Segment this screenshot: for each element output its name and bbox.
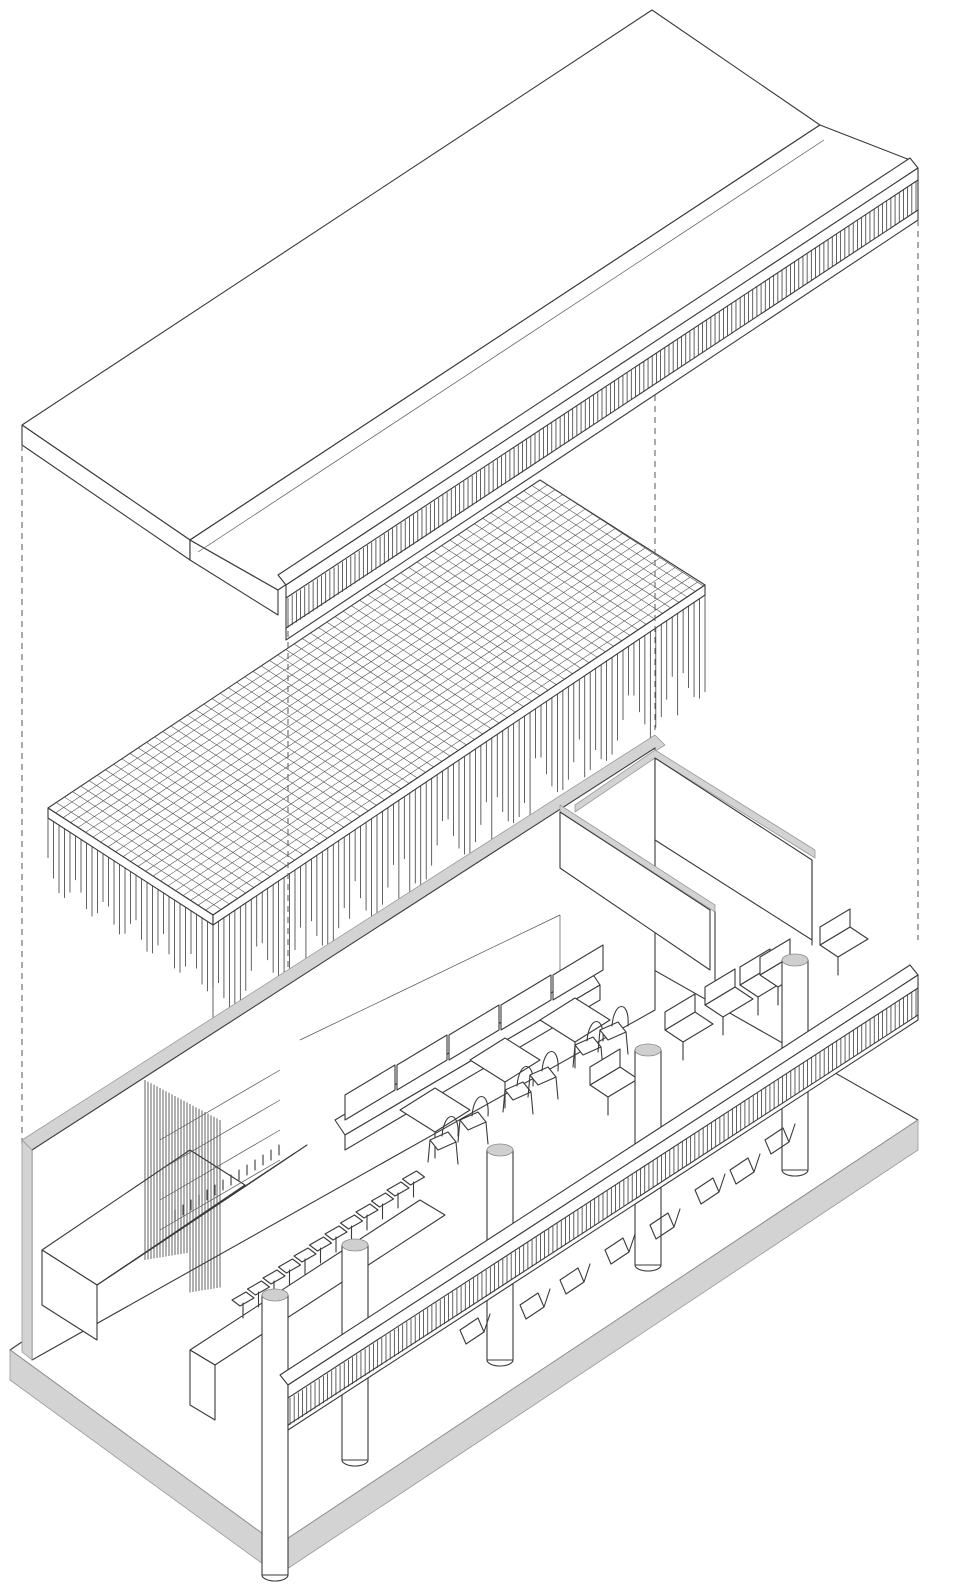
ceiling-grid-line: [130, 533, 623, 862]
chair-back: [541, 1051, 559, 1072]
ceiling-grid-line: [77, 499, 571, 828]
exterior-chair: [694, 1173, 726, 1205]
chair-leg: [427, 1139, 431, 1163]
dining-tables: [399, 997, 611, 1159]
bar-stool: [246, 1280, 271, 1296]
facade-fin-band-top: [277, 157, 919, 641]
exterior-chair: [604, 1233, 636, 1265]
dining-table: [469, 1037, 541, 1083]
column-base: [261, 1574, 289, 1582]
bar-stool: [277, 1258, 302, 1274]
roof-slab: [21, 9, 911, 616]
banquette-panel: [448, 1004, 500, 1061]
column-cap: [634, 1043, 662, 1057]
stair-step: [156, 1144, 308, 1246]
ceiling-grid-line: [160, 552, 653, 882]
armchair-back: [704, 968, 736, 1006]
bar-stool: [308, 1236, 333, 1252]
shelf: [159, 1129, 281, 1201]
bar-stool: [231, 1291, 255, 1307]
shelf: [159, 1069, 281, 1141]
dining-table: [399, 1087, 471, 1133]
column-base: [781, 1169, 809, 1177]
bar-stool: [386, 1181, 410, 1197]
chair-leg: [530, 1091, 534, 1115]
chair-back: [441, 1116, 459, 1137]
ceiling-grid-line: [122, 528, 616, 857]
ceiling-grid-line: [145, 542, 638, 872]
bar-counter-block: [41, 1144, 446, 1421]
chair-leg: [555, 1076, 559, 1100]
ceiling-grid-line: [137, 538, 631, 867]
banquette-panel: [344, 1064, 396, 1121]
ceiling-grid-line: [175, 562, 668, 891]
chair-back: [471, 1096, 489, 1117]
bar-stool: [262, 1269, 286, 1285]
column-cap: [486, 1143, 514, 1157]
exterior-chair: [729, 1153, 761, 1185]
suspended-rod-ceiling: [47, 479, 706, 1043]
shelf: [159, 1099, 281, 1171]
column-base: [634, 1264, 662, 1272]
ceiling-grid-line: [115, 523, 608, 853]
banquette-panel: [396, 1034, 448, 1091]
column-base: [341, 1459, 369, 1467]
bar-stool: [324, 1225, 348, 1241]
ceiling-grid-line: [100, 513, 593, 843]
chair-leg: [457, 1119, 461, 1143]
ceiling-grid-line: [182, 567, 676, 896]
chair-leg: [527, 1074, 531, 1098]
exterior-chair: [459, 1313, 491, 1345]
facade-fin-band-bottom: [279, 964, 919, 1431]
ceiling-grid-line: [62, 489, 556, 818]
bar-stool: [339, 1214, 364, 1230]
bar-stools: [231, 1170, 426, 1319]
exterior-chair: [519, 1288, 551, 1320]
armchair-back: [589, 1048, 621, 1086]
exterior-chair: [559, 1263, 591, 1295]
bar-stool: [355, 1203, 379, 1219]
ceiling-grid-line: [197, 577, 691, 906]
shelf: [159, 1159, 281, 1231]
chair-leg: [597, 1029, 601, 1053]
column-shaft: [261, 1294, 289, 1576]
ceiling-grid-line: [85, 504, 578, 833]
ceiling-grid-line: [55, 484, 548, 814]
chair-leg: [455, 1141, 459, 1165]
banquette-panel: [500, 974, 552, 1031]
ceiling-grid-line: [92, 508, 586, 838]
bar-stool: [293, 1247, 317, 1263]
chair-leg: [572, 1044, 576, 1068]
column-cap: [781, 953, 809, 967]
chair-leg: [502, 1089, 506, 1113]
bar-stool: [370, 1192, 395, 1208]
ceiling-grid-line: [70, 494, 563, 823]
ceiling-grid-line: [167, 557, 661, 887]
column-cap: [261, 1288, 289, 1302]
chair-leg: [485, 1121, 489, 1145]
armchair-back: [759, 938, 791, 976]
banquette-panel: [552, 944, 604, 1001]
bar-back-shelving: [159, 1069, 281, 1231]
ceiling-grid-line: [152, 547, 646, 877]
exterior-chair: [764, 1123, 796, 1155]
ceiling-grid-line: [190, 572, 683, 901]
dining-chairs: [427, 1006, 629, 1165]
projection-lines: [21, 220, 919, 1290]
column-base: [486, 1359, 514, 1367]
ceiling-grid-line: [47, 479, 541, 809]
chair-leg: [625, 1031, 629, 1055]
dining-table: [539, 997, 611, 1043]
exterior-chair: [649, 1208, 681, 1240]
chair-back: [611, 1006, 629, 1027]
column-cap: [341, 1238, 369, 1252]
armchair-back: [819, 908, 851, 946]
ceiling-grid-line: [107, 518, 601, 848]
armchair-back: [664, 993, 696, 1031]
bar-stool: [401, 1170, 426, 1186]
exterior-seating: [459, 1123, 796, 1345]
